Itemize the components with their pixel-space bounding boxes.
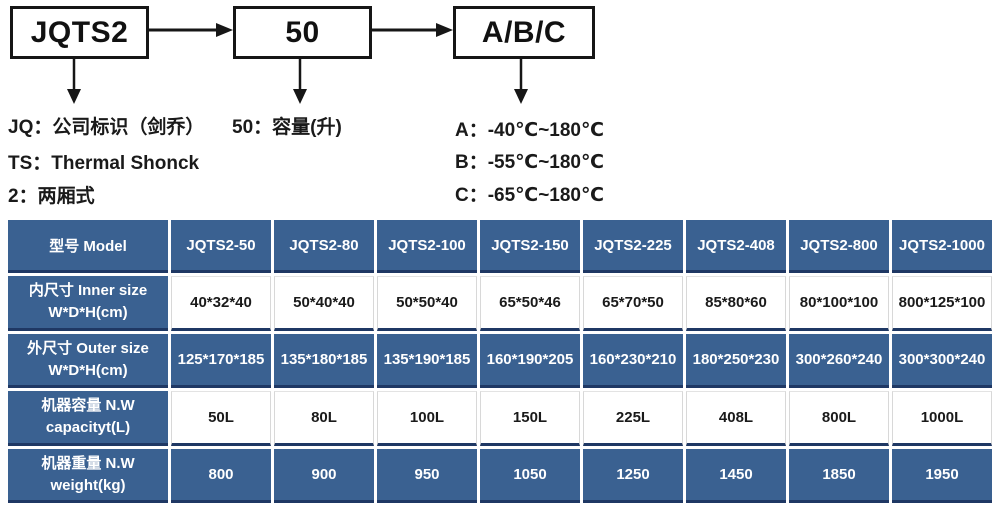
note-temp-a: A：-40℃~180℃ (455, 120, 604, 141)
table-cell: 800L (789, 391, 889, 446)
table-cell: 65*50*46 (480, 276, 580, 331)
model-code-label: JQTS2 (30, 15, 129, 49)
column-header: JQTS2-1000 (892, 220, 992, 273)
table-cell: 50*40*40 (274, 276, 374, 331)
table-cell: 80L (274, 391, 374, 446)
table-cell: 135*180*185 (274, 334, 374, 388)
note-temp-c: C：-65℃~180℃ (455, 185, 604, 206)
table-cell: 1850 (789, 449, 889, 503)
column-header: JQTS2-80 (274, 220, 374, 273)
table-cell: 50*50*40 (377, 276, 477, 331)
table-cell: 800 (171, 449, 271, 503)
capacity-code-box: 50 (233, 6, 372, 59)
table-cell: 800*125*100 (892, 276, 992, 331)
table-cell: 40*32*40 (171, 276, 271, 331)
arrow-down-icon (514, 56, 528, 104)
column-header: JQTS2-50 (171, 220, 271, 273)
table-cell: 950 (377, 449, 477, 503)
column-header: JQTS2-100 (377, 220, 477, 273)
temp-class-box: A/B/C (453, 6, 595, 59)
table-cell: 300*260*240 (789, 334, 889, 388)
row-label: 机器容量 N.W capacityt(L) (8, 391, 168, 446)
table-cell: 408L (686, 391, 786, 446)
note-company: JQ：公司标识（剑乔） (8, 117, 205, 138)
column-header: JQTS2-800 (789, 220, 889, 273)
table-cell: 160*230*210 (583, 334, 683, 388)
row-label-line1: 机器容量 N.W (41, 397, 135, 415)
model-naming-diagram: JQTS2 50 A/B/C JQ：公司标识（剑乔） TS：Thermal Sh… (0, 0, 1000, 217)
note-thermal-shock: TS：Thermal Shonck (8, 153, 200, 174)
note-capacity: 50：容量(升) (232, 117, 342, 138)
table-cell: 65*70*50 (583, 276, 683, 331)
table-cell: 225L (583, 391, 683, 446)
table-cell: 180*250*230 (686, 334, 786, 388)
table-cell: 160*190*205 (480, 334, 580, 388)
table-cell: 80*100*100 (789, 276, 889, 331)
column-header: JQTS2-408 (686, 220, 786, 273)
table-cell: 125*170*185 (171, 334, 271, 388)
temp-class-label: A/B/C (481, 15, 567, 49)
table-cell: 100L (377, 391, 477, 446)
table-cell: 50L (171, 391, 271, 446)
arrow-down-icon (293, 56, 307, 104)
row-label-line1: 外尺寸 Outer size (27, 339, 149, 357)
note-temp-b: B：-55℃~180℃ (455, 152, 604, 173)
table-cell: 85*80*60 (686, 276, 786, 331)
row-label-line1: 机器重量 N.W (41, 454, 135, 472)
arrow-right-icon (369, 23, 453, 37)
arrow-right-icon (146, 23, 233, 37)
model-code-box: JQTS2 (10, 6, 149, 59)
table-cell: 1950 (892, 449, 992, 503)
flow-arrows (67, 23, 528, 104)
row-label-line1: 内尺寸 Inner size (28, 282, 148, 300)
column-header: JQTS2-150 (480, 220, 580, 273)
column-header: JQTS2-225 (583, 220, 683, 273)
arrow-down-icon (67, 56, 81, 104)
row-label-line2: capacityt(L) (45, 419, 131, 436)
table-cell: 150L (480, 391, 580, 446)
table-cell: 1000L (892, 391, 992, 446)
column-header-model: 型号 Model (8, 220, 168, 273)
row-label-line2: W*D*H(cm) (48, 304, 128, 321)
capacity-code-label: 50 (285, 15, 320, 49)
table-cell: 300*300*240 (892, 334, 992, 388)
row-label-line2: weight(kg) (50, 476, 126, 494)
row-label-line2: W*D*H(cm) (48, 361, 128, 379)
note-two-chamber: 2：两厢式 (8, 186, 95, 207)
table-cell: 135*190*185 (377, 334, 477, 388)
table-cell: 1250 (583, 449, 683, 503)
